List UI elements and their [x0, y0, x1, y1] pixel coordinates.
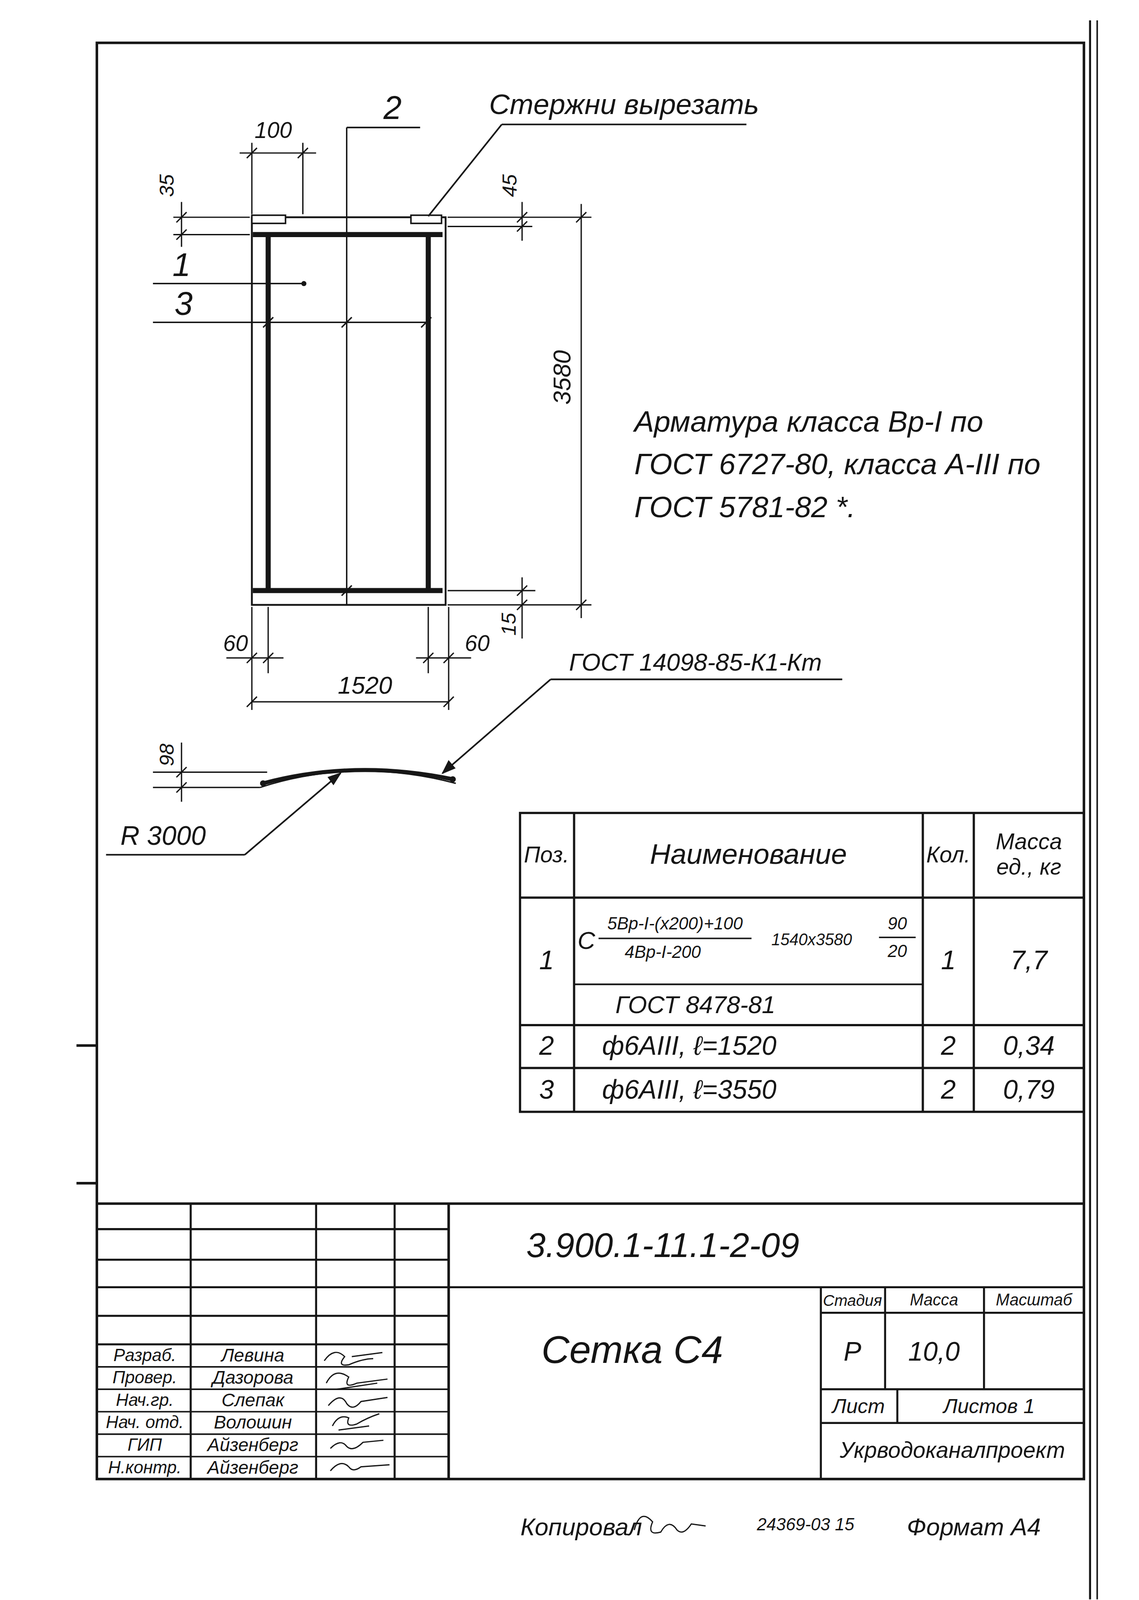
- margin-tick: [76, 1044, 97, 1047]
- table-cell: 2: [940, 1074, 956, 1106]
- title-block-cell: Лист: [832, 1394, 885, 1419]
- title-block-cell: Разраб.: [113, 1345, 177, 1366]
- title-block-cell: Масштаб: [996, 1290, 1073, 1310]
- title-block-cell: Укрводоканалпроект: [839, 1437, 1065, 1463]
- title-block-cell: Слепак: [221, 1389, 285, 1411]
- note-text: Арматура класса Вр-I по ГОСТ 6727-80, кл…: [634, 399, 1063, 529]
- scan-edge: [1096, 20, 1098, 1600]
- table-cell: ГОСТ 8478-81: [615, 990, 776, 1019]
- leader-note: Стержни вырезать: [488, 88, 760, 122]
- mesh-drawing: [152, 124, 747, 605]
- table-cell: 0,79: [1002, 1074, 1055, 1106]
- scan-edge: [1089, 20, 1092, 1600]
- title-block-cell: ГИП: [127, 1434, 162, 1455]
- title-block-cell: Листов 1: [943, 1394, 1035, 1419]
- table-cell: Масса ед., кг: [977, 828, 1080, 881]
- specification-table-grid: [520, 812, 1085, 1112]
- table-cell: ф6АIII, ℓ=1520: [602, 1030, 777, 1062]
- callout-number: 2: [383, 89, 402, 127]
- table-cell: 1540х3580: [771, 930, 853, 950]
- dimension-text: 60: [223, 630, 248, 657]
- title-block-cell: Нач.гр.: [115, 1390, 174, 1410]
- table-cell: С: [577, 925, 596, 954]
- table-cell: 1: [539, 945, 555, 976]
- dimension-text: 1520: [337, 671, 393, 700]
- title-block-cell: Провер.: [112, 1367, 178, 1388]
- title-block-cell: Дазорова: [212, 1366, 294, 1389]
- title-block-cell: Р: [843, 1336, 862, 1367]
- dimension-text: R 3000: [120, 821, 206, 852]
- callout-number: 1: [172, 246, 191, 285]
- document-code: 3.900.1-11.1-2-09: [526, 1224, 800, 1265]
- dimension-text: 60: [464, 630, 490, 657]
- table-cell: 90: [887, 913, 907, 934]
- drawing-title: Сетка С4: [541, 1327, 723, 1372]
- table-cell: 3: [539, 1074, 555, 1106]
- table-cell: 0,34: [1002, 1030, 1055, 1062]
- signature: [324, 1352, 706, 1533]
- copy-note: Формат А4: [906, 1512, 1041, 1541]
- table-cell: 2: [940, 1030, 956, 1062]
- dimension-lines: [152, 142, 592, 802]
- title-block-cell: 10,0: [908, 1336, 960, 1367]
- dimension-text: 98: [155, 743, 180, 766]
- callout-number: 3: [174, 284, 193, 323]
- table-cell: 4Вр-I-200: [624, 942, 701, 963]
- sheet-frame: [96, 42, 1084, 1479]
- title-block-cell: Айзенберг: [207, 1456, 299, 1479]
- table-cell: Поз.: [523, 841, 570, 868]
- dimension-text: 3580: [547, 350, 576, 405]
- mesh-section: [105, 678, 843, 855]
- copy-note: Копировал: [520, 1512, 642, 1541]
- title-block-cell: Нач. отд.: [105, 1412, 184, 1433]
- copy-note: 24369-03 15: [756, 1514, 855, 1535]
- dimension-text: 45: [498, 174, 522, 197]
- table-cell: 5Вр-I-(х200)+100: [607, 913, 743, 934]
- table-cell: 2: [539, 1030, 555, 1062]
- table-cell: 7,7: [1010, 945, 1048, 976]
- leader-note: ГОСТ 14098-85-К1-Кт: [569, 647, 822, 676]
- title-block-cell: Левина: [221, 1344, 285, 1367]
- title-block-cell: Масса: [910, 1290, 959, 1310]
- title-block-grid: [96, 1203, 1084, 1479]
- table-cell: 20: [887, 941, 907, 962]
- title-block-cell: Айзенберг: [207, 1434, 299, 1456]
- table-cell: Наименование: [650, 838, 848, 872]
- dimension-text: 35: [155, 174, 180, 197]
- title-block-cell: Стадия: [822, 1290, 883, 1310]
- title-block-cell: Н.контр.: [108, 1457, 182, 1478]
- dimension-text: 15: [497, 612, 521, 636]
- table-cell: ф6АIII, ℓ=3550: [602, 1074, 777, 1106]
- margin-tick: [76, 1181, 97, 1185]
- table-cell: Кол.: [926, 841, 971, 868]
- table-cell: 1: [940, 945, 956, 976]
- dimension-text: 100: [254, 117, 293, 144]
- title-block-cell: Волошин: [213, 1411, 293, 1434]
